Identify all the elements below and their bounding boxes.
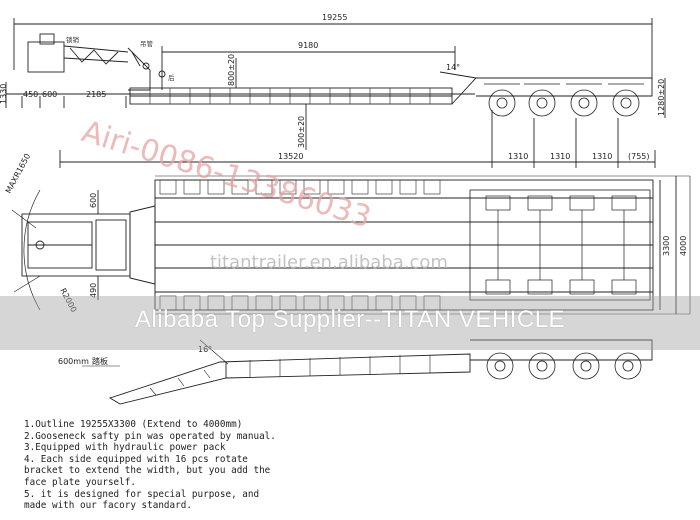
overall-length-dim: 19255 [322,13,347,22]
gooseneck-label-2: 吊管 [140,39,154,48]
note-line: 4. Each side equipped with 16 pcs rotate [24,453,248,465]
length-dim-2185: 2185 [86,90,106,99]
height-dim-600: 600 [42,90,57,99]
note-line: 3.Equipped with hydraulic power pack [24,442,226,454]
lowered-view [82,339,653,405]
axle-spacing-dim-4: (755) [628,152,650,161]
supplier-banner-text: Alibaba Top Supplier--TITAN VEHICLE [134,306,566,333]
supplier-banner [0,296,700,350]
note-line: 1.Outline 19255X3300 (Extend to 4000mm) [24,419,243,430]
lower-length-dim: 13520 [278,152,303,161]
ramp-label: 踏板 [92,356,108,366]
rear-height-dim: 1280±20 [657,79,666,116]
deck-length-dim: 9180 [298,41,318,50]
gooseneck-width-dim: 490 [89,283,98,298]
phone-watermark: Airi-0086-13386033 [78,114,375,235]
website-watermark: titantrailer.en.alibaba.com [210,252,448,273]
ramp-angle-dim: 14° [446,63,460,72]
note-line: 2.Gooseneck safty pin was operated by ma… [24,430,276,442]
note-line: made with our facory standard. [24,500,192,512]
specification-notes: 1.Outline 19255X3300 (Extend to 4000mm) … [24,419,324,512]
gooseneck-label-1: 锁销 [66,35,80,44]
side-view [5,18,666,168]
deck-height-dim: 800±20 [227,54,236,86]
kingpin-offset-dim: 600 [89,193,98,208]
plan-view [11,175,691,315]
height-dim-1330: 1330 [0,84,8,104]
height-dim-450: 450 [23,90,38,99]
note-line: bracket to extend the width, but you add… [24,465,271,477]
note-line: 5. it is designed for special purpose, a… [24,488,260,500]
ground-clearance-dim: 300±20 [297,116,306,148]
ramp-length-dim: 600mm [58,357,89,366]
axle-spacing-dim-3: 1310 [592,152,612,161]
ramp-angle-dim-2: 16° [198,345,212,354]
inner-width-dim: 3300 [662,236,671,256]
axle-spacing-dim-1: 1310 [508,152,528,161]
axle-spacing-dim-2: 1310 [550,152,570,161]
note-line: face plate yourself. [24,476,136,488]
outer-width-dim: 4000 [679,236,688,256]
max-radius-dim: MAXR1650 [4,152,33,195]
gooseneck-label-3: 后 [168,73,175,82]
